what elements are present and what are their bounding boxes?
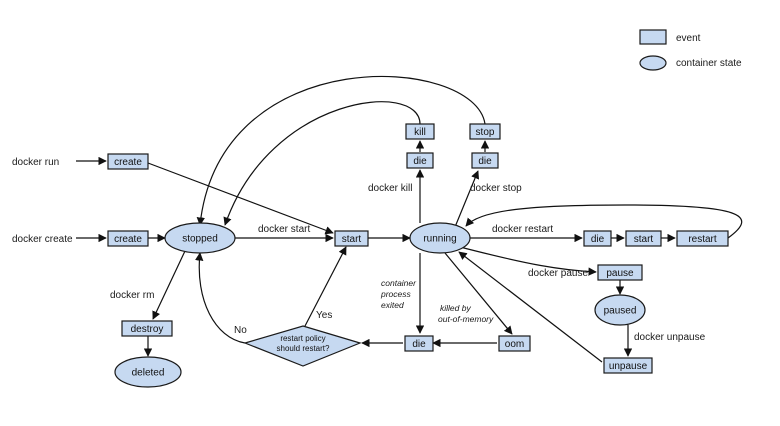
- event-start-main-label: start: [342, 234, 362, 245]
- event-start-main: start: [334, 230, 369, 247]
- event-create-top: create: [107, 153, 149, 170]
- edge-stopped-destroy: [152, 250, 186, 320]
- event-create-top-label: create: [114, 157, 142, 168]
- event-create-mid-label: create: [114, 234, 142, 245]
- decision-restart-policy: restart policy should restart?: [243, 325, 362, 367]
- state-stopped-label: stopped: [182, 234, 218, 245]
- event-stop-label: stop: [476, 127, 495, 138]
- label-docker-unpause: docker unpause: [634, 332, 706, 343]
- state-paused-label: paused: [604, 306, 637, 317]
- event-oom: oom: [498, 335, 531, 352]
- event-start-restart: start: [625, 230, 662, 247]
- legend-state-swatch: [639, 55, 667, 71]
- edge-running-die-stop: [454, 170, 480, 228]
- event-unpause-label: unpause: [609, 361, 648, 372]
- annotation-oom-line1: killed by: [440, 303, 471, 313]
- edge-decision-start: [304, 246, 347, 327]
- event-die-bottom: die: [404, 335, 434, 352]
- event-create-mid: create: [107, 230, 149, 247]
- decision-yes-label: Yes: [316, 310, 332, 321]
- event-destroy-label: destroy: [131, 324, 164, 335]
- state-deleted-label: deleted: [132, 368, 165, 379]
- annotation-exit-line1: container: [381, 278, 417, 288]
- event-pause: pause: [597, 264, 643, 281]
- edge-running-pause: [459, 246, 597, 276]
- event-kill-label: kill: [414, 127, 426, 138]
- state-deleted: deleted: [114, 356, 182, 388]
- event-die-kill-label: die: [413, 156, 427, 167]
- decision-line2: should restart?: [277, 344, 330, 353]
- label-docker-start: docker start: [258, 224, 310, 235]
- edge-restart-running: [465, 204, 743, 239]
- label-docker-kill: docker kill: [368, 183, 412, 194]
- annotation-oom-line2: out-of-memory: [438, 314, 494, 324]
- legend-event-label: event: [676, 33, 701, 44]
- decision-line1: restart policy: [280, 334, 325, 343]
- edge-running-oom: [444, 252, 513, 335]
- edge-create-start: [147, 162, 334, 235]
- event-destroy: destroy: [121, 320, 173, 337]
- event-start-restart-label: start: [634, 234, 654, 245]
- event-die-bottom-label: die: [412, 339, 426, 350]
- event-pause-label: pause: [606, 268, 634, 279]
- state-running: running: [409, 222, 471, 254]
- label-docker-pause: docker pause: [528, 268, 588, 279]
- edge-decision-stopped: [195, 252, 246, 344]
- event-restart-label: restart: [688, 234, 717, 245]
- state-running-label: running: [423, 234, 456, 245]
- state-stopped: stopped: [164, 222, 236, 254]
- legend-event-swatch: [639, 29, 667, 45]
- label-docker-restart: docker restart: [492, 224, 553, 235]
- annotation-exit-line2: process: [380, 289, 412, 299]
- event-die-restart-label: die: [591, 234, 605, 245]
- event-die-stop-label: die: [478, 156, 492, 167]
- label-docker-create: docker create: [12, 234, 73, 245]
- edge-kill-stopped: [223, 101, 421, 226]
- edge-stop-stopped: [196, 75, 486, 226]
- event-die-restart: die: [583, 230, 612, 247]
- edge-unpause-running: [458, 251, 603, 363]
- decision-no-label: No: [234, 325, 247, 336]
- event-die-stop: die: [471, 152, 499, 169]
- event-restart: restart: [676, 230, 729, 247]
- event-unpause: unpause: [603, 357, 653, 374]
- state-paused: paused: [594, 294, 646, 326]
- event-oom-label: oom: [505, 339, 524, 350]
- label-docker-run: docker run: [12, 157, 59, 168]
- event-kill: kill: [405, 123, 435, 140]
- legend-state-label: container state: [676, 58, 742, 69]
- label-docker-rm: docker rm: [110, 290, 154, 301]
- event-die-kill: die: [406, 152, 434, 169]
- annotation-exit-line3: exited: [381, 300, 404, 310]
- label-docker-stop: docker stop: [470, 183, 522, 194]
- event-stop: stop: [469, 123, 501, 140]
